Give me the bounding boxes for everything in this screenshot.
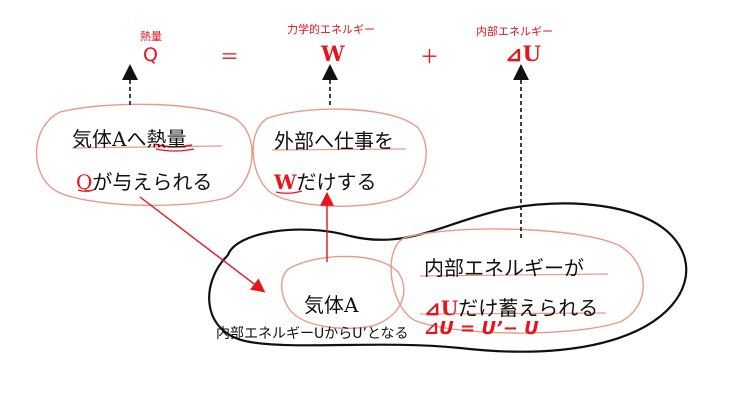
handwritten-formula: ⊿U = U’− U	[424, 318, 539, 339]
plus-sign: ＋	[420, 46, 440, 68]
work-does-text: だけする	[296, 170, 377, 194]
internal-line-1: 内部エネルギーが	[424, 256, 584, 280]
label-heat: 熱量	[140, 30, 162, 43]
bottom-note: 内部エネルギーUからU’となる	[216, 326, 409, 342]
internal-line-2: ⊿Uだけ蓄えられる	[424, 292, 598, 321]
label-internal-energy: 内部エネルギー	[476, 25, 553, 38]
work-line-2: Wだけする	[274, 166, 376, 195]
heat-particle: へ	[126, 127, 147, 151]
internal-stored-text: だけ蓄えられる	[458, 296, 599, 320]
heat-line-2: Qが与えられる	[76, 166, 212, 195]
symbol-delta-u: ⊿U	[505, 41, 541, 66]
heat-emphasis: 熱量	[146, 127, 187, 151]
pencil-circle-gas	[281, 255, 405, 329]
underline-heat-red-2	[155, 148, 195, 152]
underline-heat-red	[153, 143, 193, 148]
gas-name: 気体A	[304, 293, 359, 317]
symbol-q: Q	[143, 44, 158, 66]
pencil-circle-heat	[35, 103, 253, 207]
equals-sign: ＝	[220, 46, 240, 68]
label-mechanical-energy: 力学的エネルギー	[287, 23, 375, 36]
underline-heat-pencil	[71, 145, 223, 149]
work-w-symbol: W	[274, 170, 297, 194]
underline-q-red	[77, 188, 97, 192]
gas-outline	[208, 202, 688, 353]
heat-gas-name: 気体A	[72, 127, 127, 151]
symbol-w: W	[321, 41, 345, 66]
internal-delta-u-symbol: ⊿U	[424, 296, 459, 320]
work-line-1: 外部へ仕事を	[274, 129, 394, 153]
underline-internal-pencil	[419, 273, 609, 277]
heat-line-1: 気体Aへ熱量	[72, 123, 186, 152]
underline-w-red	[275, 190, 303, 194]
pencil-circle-internal	[390, 228, 644, 334]
underline-internal2-pencil	[419, 312, 607, 315]
red-arrow-heat-to-gas	[139, 196, 266, 293]
pencil-circle-work	[252, 108, 427, 207]
underline-work-pencil	[271, 148, 407, 151]
heat-given-text: が与えられる	[92, 170, 213, 194]
heat-q-symbol: Q	[76, 170, 93, 194]
